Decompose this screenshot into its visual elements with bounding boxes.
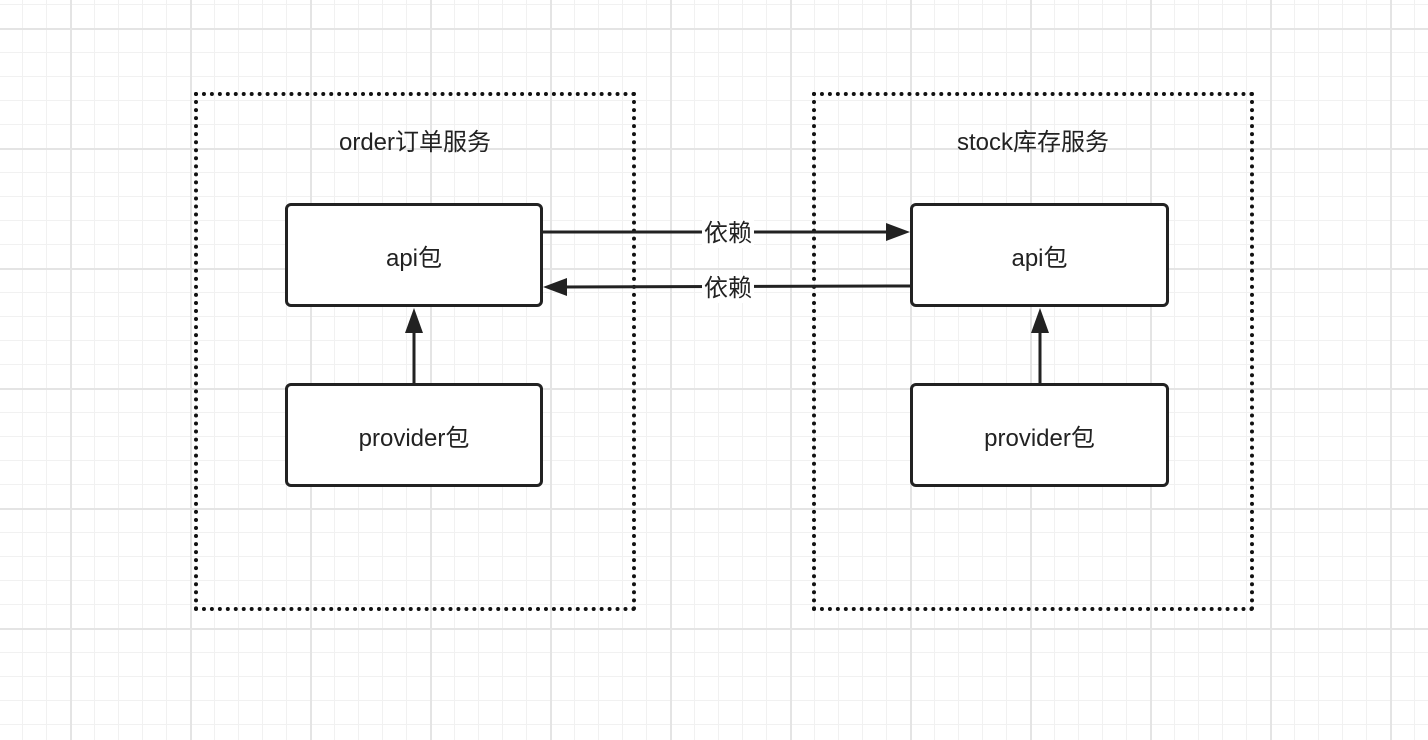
stock-api-node[interactable]: api包 [910, 203, 1169, 307]
order-service-group[interactable]: order订单服务 [194, 92, 636, 611]
order-provider-label: provider包 [358, 424, 470, 452]
arrowhead-stock-to-order [543, 278, 567, 296]
arrowhead-order-provider-to-api [405, 308, 423, 333]
stock-service-group[interactable]: stock库存服务 [812, 92, 1254, 611]
order-api-node[interactable]: api包 [285, 203, 543, 307]
order-api-label: api包 [385, 244, 443, 272]
stock-api-label: api包 [1011, 244, 1068, 272]
edge-label-stock-to-order: 依赖 [702, 275, 754, 303]
stock-service-title: stock库存服务 [956, 129, 1109, 156]
order-provider-node[interactable]: provider包 [285, 383, 543, 487]
arrowhead-stock-provider-to-api [1031, 308, 1049, 333]
order-service-title: order订单服务 [338, 129, 492, 156]
arrowhead-order-to-stock [886, 223, 910, 241]
edge-label-order-to-stock: 依赖 [702, 220, 754, 248]
stock-provider-label: provider包 [984, 424, 1095, 452]
stock-provider-node[interactable]: provider包 [910, 383, 1169, 487]
